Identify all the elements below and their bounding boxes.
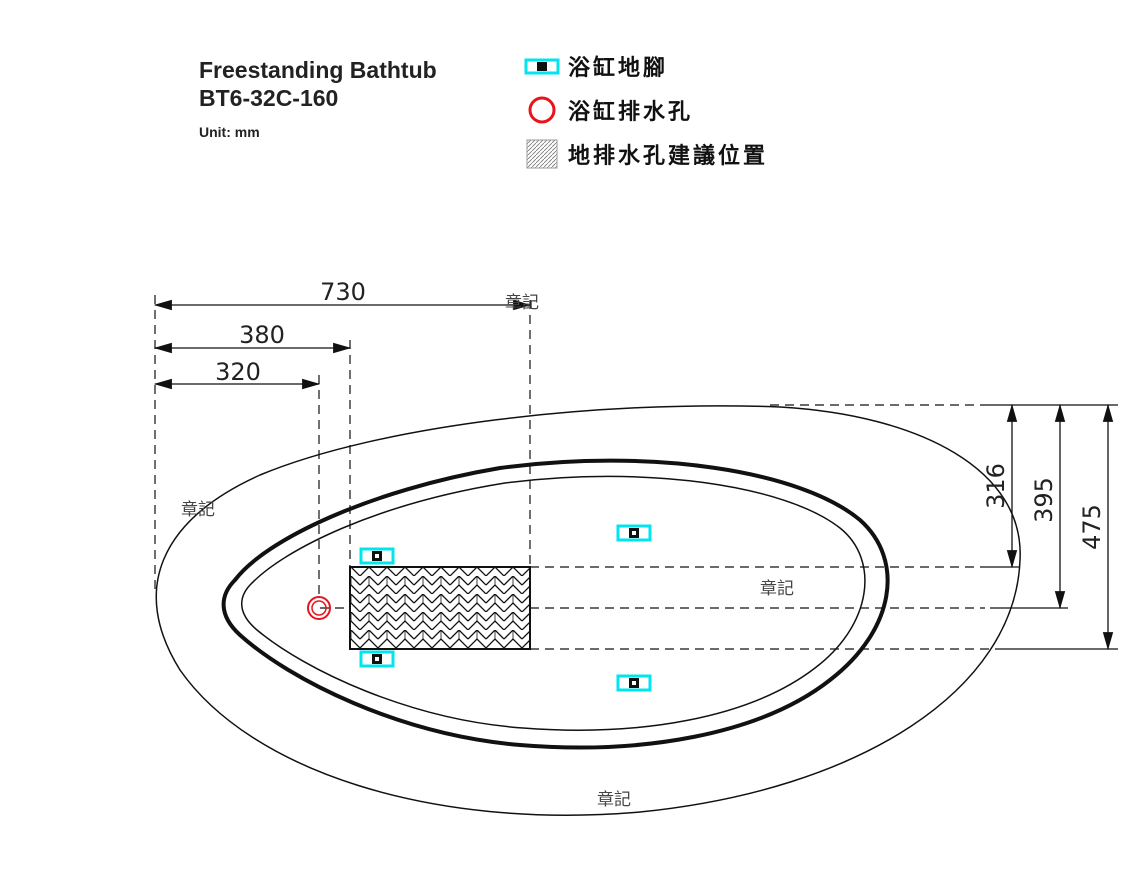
product-name: Freestanding Bathtub <box>199 57 437 83</box>
dim-316-label: 316 <box>982 463 1010 509</box>
legend-label-drain: 浴缸排水孔 <box>568 100 694 125</box>
floor-drain-area <box>349 566 531 650</box>
dim-380-label: 380 <box>239 321 285 349</box>
tub-foot-icon <box>359 547 395 565</box>
tub-drain-icon <box>307 596 331 620</box>
legend-item-floor-drain: 地排水孔建議位置 <box>524 132 768 176</box>
legend-label-floor-drain: 地排水孔建議位置 <box>568 144 769 169</box>
title-block: Freestanding Bathtub BT6-32C-160 Unit: m… <box>199 56 437 140</box>
tub-inner-rim <box>221 458 890 750</box>
tub-basin-line <box>241 475 866 731</box>
stamp-mark: 章記 <box>505 293 539 313</box>
tub-drain-icon <box>528 96 556 124</box>
dim-475-label: 475 <box>1078 504 1106 550</box>
legend-item-feet: 浴缸地腳 <box>524 44 768 88</box>
legend: 浴缸地腳 浴缸排水孔 地排水孔建議位置 <box>524 44 768 176</box>
tub-foot-icon <box>524 58 560 75</box>
tub-foot-icon <box>359 650 395 668</box>
dim-730-label: 730 <box>320 278 366 306</box>
legend-item-drain: 浴缸排水孔 <box>524 88 768 132</box>
dim-320-label: 320 <box>215 358 261 386</box>
stamp-mark: 章記 <box>181 500 215 520</box>
unit-note: Unit: mm <box>199 124 260 140</box>
tub-outer-rim <box>155 405 1021 816</box>
dim-395-label: 395 <box>1030 477 1058 523</box>
model-number: BT6-32C-160 <box>199 85 339 111</box>
tub-foot-icon <box>616 524 652 542</box>
tub-foot-icon <box>616 674 652 692</box>
stamp-mark: 章記 <box>760 579 794 599</box>
legend-label-feet: 浴缸地腳 <box>568 56 669 81</box>
stamp-mark: 章記 <box>597 790 631 810</box>
hatch-area-icon <box>526 139 558 169</box>
